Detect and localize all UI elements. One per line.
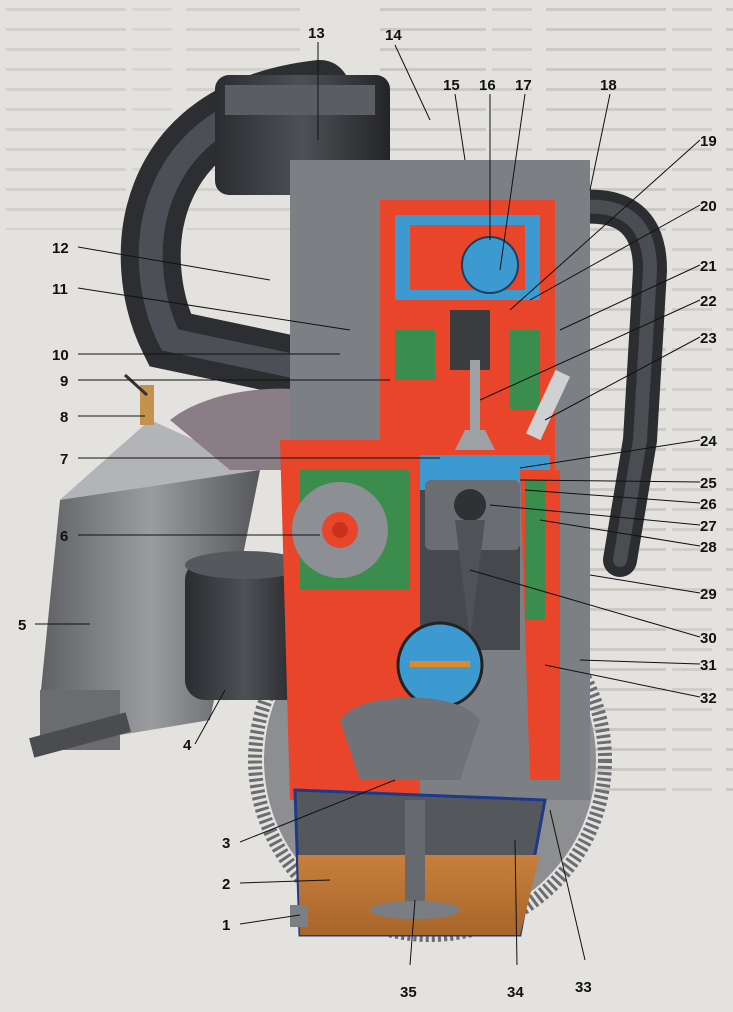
oil-pump-gear: [292, 482, 388, 578]
callout-27: 27: [700, 518, 717, 535]
callout-4: 4: [183, 737, 192, 754]
callout-9: 9: [60, 373, 68, 390]
callout-24: 24: [700, 433, 717, 450]
callout-26: 26: [700, 496, 717, 513]
intake-manifold: [120, 60, 390, 410]
callout-18: 18: [600, 77, 617, 94]
oil-pan: [290, 788, 547, 937]
callout-2: 2: [222, 876, 230, 893]
callout-13: 13: [308, 25, 325, 42]
callout-10: 10: [52, 347, 69, 364]
callout-33: 33: [575, 979, 592, 996]
callout-34: 34: [507, 984, 524, 1001]
callout-16: 16: [479, 77, 496, 94]
oxygen-sensor: [123, 373, 154, 425]
callout-20: 20: [700, 198, 717, 215]
leader-lines: [35, 42, 701, 966]
callout-29: 29: [700, 586, 717, 603]
callout-15: 15: [443, 77, 460, 94]
callout-22: 22: [700, 293, 717, 310]
engine-block: [280, 160, 590, 800]
callout-25: 25: [700, 475, 717, 492]
callout-6: 6: [60, 528, 68, 545]
callout-32: 32: [700, 690, 717, 707]
callout-30: 30: [700, 630, 717, 647]
callout-35: 35: [400, 984, 417, 1001]
callout-21: 21: [700, 258, 717, 275]
oil-filter: [185, 551, 305, 700]
callout-8: 8: [60, 409, 68, 426]
callout-23: 23: [700, 330, 717, 347]
callout-11: 11: [52, 281, 68, 298]
callout-12: 12: [52, 240, 69, 257]
callout-17: 17: [515, 77, 532, 94]
spark-plug: [525, 369, 571, 441]
callout-7: 7: [60, 451, 68, 468]
callout-labels: 1 2 3 4 5 6 7 8 9 10 11 12 13 14 15 16 1…: [18, 25, 717, 1001]
callout-3: 3: [222, 835, 230, 852]
callout-5: 5: [18, 617, 26, 634]
callout-1: 1: [222, 917, 230, 934]
callout-28: 28: [700, 539, 717, 556]
callout-19: 19: [700, 133, 717, 150]
callout-31: 31: [700, 657, 717, 674]
callout-14: 14: [385, 27, 402, 44]
